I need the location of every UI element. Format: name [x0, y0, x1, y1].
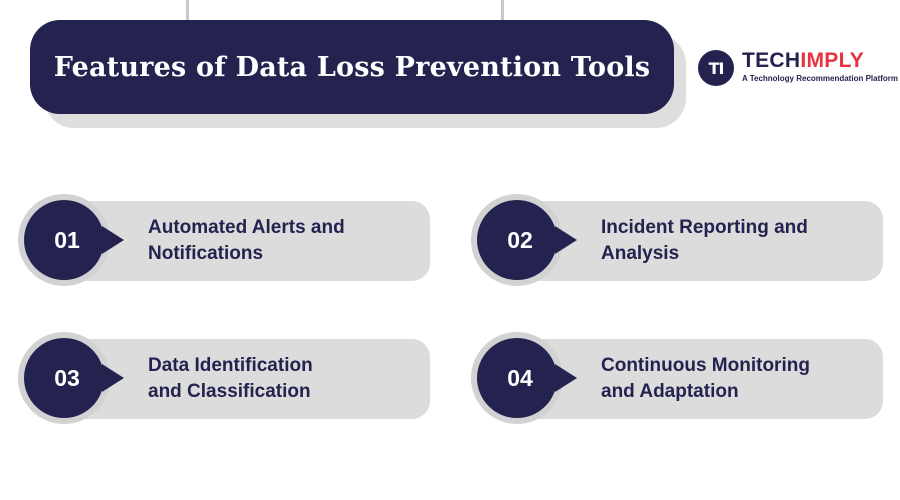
feature-card-04: 04 Continuous Monitoring and Adaptation	[471, 332, 885, 424]
hanger-line-left	[186, 0, 189, 36]
pointer-arrow-icon	[555, 364, 577, 392]
number-badge: 01	[24, 200, 104, 280]
feature-label: Data Identification and Classification	[148, 355, 313, 402]
feature-pill	[68, 339, 430, 419]
feature-label: Incident Reporting and Analysis	[601, 217, 808, 264]
feature-number: 03	[54, 364, 80, 391]
page-title: Features of Data Loss Prevention Tools	[53, 51, 651, 83]
feature-card-02: 02 Incident Reporting and Analysis	[471, 194, 885, 286]
feature-card-03: 03 Data Identification and Classificatio…	[18, 332, 432, 424]
number-badge: 04	[477, 338, 557, 418]
number-badge: 03	[24, 338, 104, 418]
pointer-arrow-icon	[102, 226, 124, 254]
feature-number: 04	[507, 364, 533, 391]
logo-tagline: A Technology Recommendation Platform	[742, 74, 899, 83]
logo-word-tech: TECH	[742, 49, 801, 72]
title-banner: Features of Data Loss Prevention Tools	[30, 20, 674, 114]
feature-card-01: 01 Automated Alerts and Notifications	[18, 194, 432, 286]
pointer-arrow-icon	[102, 364, 124, 392]
pointer-arrow-icon	[555, 226, 577, 254]
feature-pill	[521, 339, 883, 419]
techimply-logo: TI TECHIMPLY A Technology Recommendation…	[698, 48, 898, 88]
feature-pill	[68, 201, 430, 281]
feature-number: 01	[54, 226, 80, 253]
logo-word-imply: IMPLY	[800, 49, 865, 72]
number-badge: 02	[477, 200, 557, 280]
logo-mark-icon: TI	[698, 50, 734, 86]
feature-number: 02	[507, 226, 533, 253]
feature-label: Automated Alerts and Notifications	[148, 217, 345, 264]
feature-label: Continuous Monitoring and Adaptation	[601, 355, 810, 402]
hanger-line-right	[501, 0, 504, 36]
logo-wordmark: TECHIMPLY	[742, 50, 864, 72]
feature-pill	[521, 201, 883, 281]
logo-mark-text: TI	[708, 58, 725, 78]
